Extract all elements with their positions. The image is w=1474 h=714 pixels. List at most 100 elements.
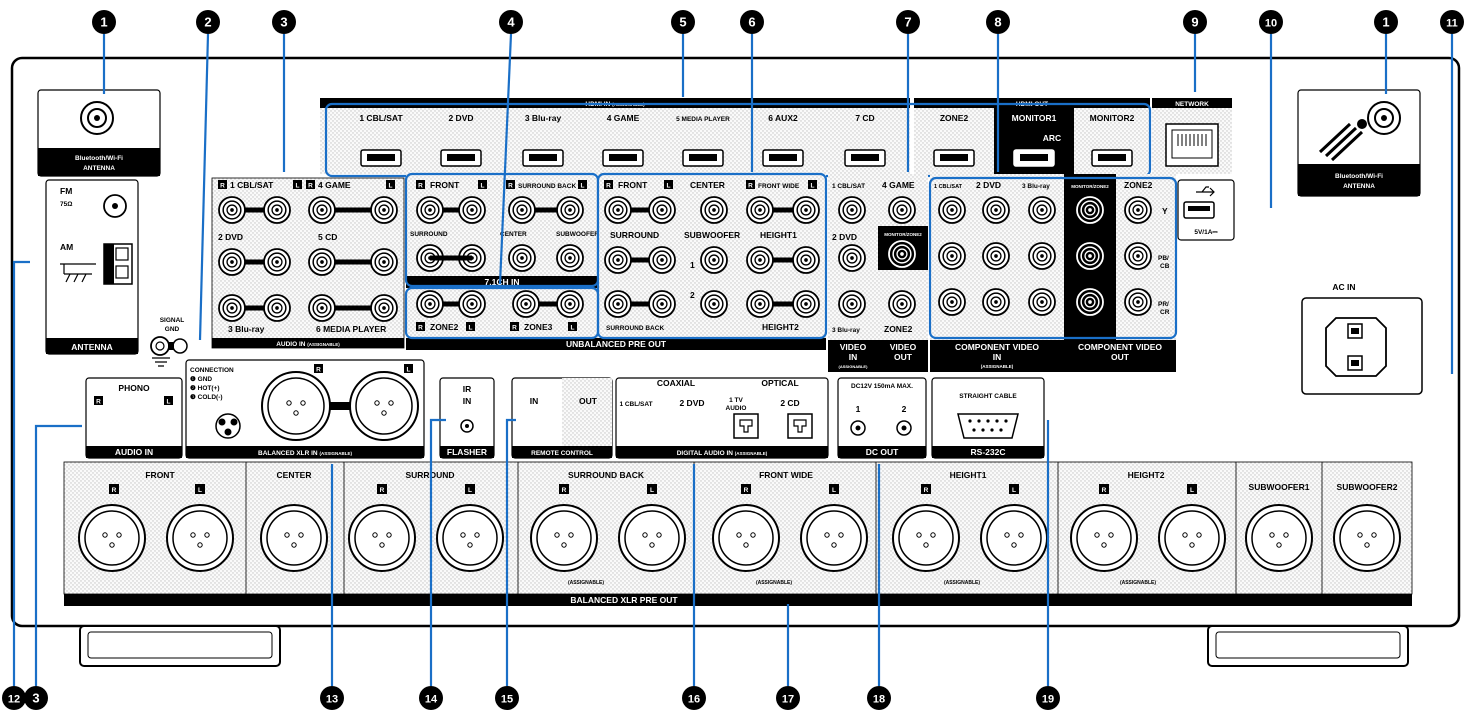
xlr-out-fw-l[interactable] — [800, 504, 868, 572]
audio-in-jack-5-r[interactable] — [308, 294, 336, 322]
ch71-front-l[interactable] — [458, 196, 486, 224]
audio-in-jack-4-r[interactable] — [218, 294, 246, 322]
pre-sub-1[interactable] — [700, 246, 728, 274]
audio-in-game: 4 GAME — [318, 180, 351, 190]
audio-in-jack-1-l[interactable] — [370, 196, 398, 224]
xlr-in-l-connector[interactable] — [349, 371, 419, 441]
hdmi-out-zone2-port[interactable] — [933, 149, 975, 167]
pre-surround-l[interactable] — [648, 246, 676, 274]
xlr-out-front-l[interactable] — [166, 504, 234, 572]
comp-in-0-pr[interactable] — [938, 288, 966, 316]
comp-in-2-pb[interactable] — [1028, 242, 1056, 270]
xlr-out-front-r[interactable] — [78, 504, 146, 572]
pre-h2-l[interactable] — [792, 290, 820, 318]
ch71-center[interactable] — [508, 244, 536, 272]
audio-in-jack-2-l[interactable] — [263, 248, 291, 276]
xlr-out-h2-r[interactable] — [1070, 504, 1138, 572]
comp-in-0-y[interactable] — [938, 196, 966, 224]
hdmi-in-port-2[interactable]: 2 DVD — [440, 113, 482, 167]
comp-out-zone2-2[interactable] — [1124, 288, 1152, 316]
xlr-out-h1-l[interactable] — [980, 504, 1048, 572]
audio-in-jack-3-l[interactable] — [370, 248, 398, 276]
ch71-front-r[interactable] — [416, 196, 444, 224]
comp-out-zone2-1[interactable] — [1124, 242, 1152, 270]
pre-h1-l[interactable] — [792, 246, 820, 274]
pre-h2-r[interactable] — [746, 290, 774, 318]
comp-out-zone2-0[interactable] — [1124, 196, 1152, 224]
dc-out-2-jack[interactable] — [896, 420, 912, 436]
pre-fw-l[interactable] — [792, 196, 820, 224]
video-in-cbl-jack[interactable] — [838, 196, 866, 224]
hdmi-in-port-4[interactable]: 4 GAME — [602, 113, 644, 167]
xlr-out-sb-l[interactable] — [618, 504, 686, 572]
ethernet-port[interactable] — [1165, 123, 1219, 167]
xlr-out-h1-r[interactable] — [892, 504, 960, 572]
comp-in-1-pr[interactable] — [982, 288, 1010, 316]
video-out-monitor-jack[interactable] — [888, 240, 916, 268]
audio-in-jack-0-l[interactable] — [263, 196, 291, 224]
xlr-out-h2-l[interactable] — [1158, 504, 1226, 572]
pre-h1-r[interactable] — [746, 246, 774, 274]
audio-in-jack-5-l[interactable] — [370, 294, 398, 322]
hdmi-in-port-1[interactable]: 1 CBL/SAT — [359, 113, 403, 167]
hdmi-in-port-5[interactable]: 5 MEDIA PLAYER — [676, 116, 730, 167]
hdmi-in-port-7[interactable]: 7 CD — [844, 113, 886, 167]
audio-in-jack-3-r[interactable] — [308, 248, 336, 276]
xlr-out-surround-l[interactable] — [436, 504, 504, 572]
bt-antenna-left[interactable]: Bluetooth/Wi-Fi ANTENNA — [37, 89, 161, 177]
video-out-zone2-jack[interactable] — [888, 290, 916, 318]
usb-port[interactable] — [1183, 201, 1215, 219]
pre-zone2-l-jack[interactable] — [458, 290, 486, 318]
audio-in-jack-1-r[interactable] — [308, 196, 336, 224]
ac-inlet[interactable] — [1325, 317, 1387, 377]
pre-zone3-l-jack[interactable] — [556, 290, 584, 318]
bt-antenna-right[interactable]: Bluetooth/Wi-Fi ANTENNA — [1297, 89, 1421, 197]
audio-in-jack-2-r[interactable] — [218, 248, 246, 276]
foot-left — [79, 625, 281, 667]
xlr-out-sub2[interactable] — [1333, 504, 1401, 572]
svg-text:2: 2 — [204, 15, 211, 30]
audio-in-jack-4-l[interactable] — [263, 294, 291, 322]
xlr-out-sb-r[interactable] — [530, 504, 598, 572]
pre-center[interactable] — [700, 196, 728, 224]
audio-in-jack-0-r[interactable] — [218, 196, 246, 224]
pre-sb-l[interactable] — [648, 290, 676, 318]
comp-out-monitor-2[interactable] — [1076, 288, 1104, 316]
video-in-dvd-jack[interactable] — [838, 244, 866, 272]
signal-gnd[interactable]: SIGNAL GND — [150, 317, 188, 367]
pre-zone2-r-jack[interactable] — [416, 290, 444, 318]
pre-sub-2[interactable] — [700, 290, 728, 318]
pre-zone3-r-jack[interactable] — [512, 290, 540, 318]
video-in-game-jack[interactable] — [888, 196, 916, 224]
hdmi-out-monitor1-port[interactable] — [1013, 149, 1055, 167]
comp-in-2-pr[interactable] — [1028, 288, 1056, 316]
comp-in-1-y[interactable] — [982, 196, 1010, 224]
ch71-sb-r[interactable] — [508, 196, 536, 224]
pre-front-r[interactable] — [604, 196, 632, 224]
rs232-port[interactable] — [957, 413, 1019, 439]
xlr-in-r-connector[interactable] — [261, 371, 331, 441]
comp-in-1-pb[interactable] — [982, 242, 1010, 270]
pre-surround-r[interactable] — [604, 246, 632, 274]
video-in-bluray-jack[interactable] — [838, 290, 866, 318]
comp-out-monitor-0[interactable] — [1076, 196, 1104, 224]
comp-out-monitor-1[interactable] — [1076, 242, 1104, 270]
pre-sb-r[interactable] — [604, 290, 632, 318]
ch71-sb-l[interactable] — [556, 196, 584, 224]
ch71-subwoofer[interactable] — [556, 244, 584, 272]
pre-front-l[interactable] — [648, 196, 676, 224]
pre-fw-r[interactable] — [746, 196, 774, 224]
comp-in-0-pb[interactable] — [938, 242, 966, 270]
optical-2-port[interactable] — [787, 413, 813, 439]
xlr-out-center[interactable] — [260, 504, 328, 572]
xlr-out-sub1[interactable] — [1245, 504, 1313, 572]
comp-in-2-y[interactable] — [1028, 196, 1056, 224]
hdmi-out-monitor2-port[interactable] — [1091, 149, 1133, 167]
dc-out-1-jack[interactable] — [850, 420, 866, 436]
optical-1-port[interactable] — [733, 413, 759, 439]
xlr-out-surround-r[interactable] — [348, 504, 416, 572]
hdmi-in-port-3[interactable]: 3 Blu-ray — [522, 113, 564, 167]
hdmi-in-port-6[interactable]: 6 AUX2 — [762, 113, 804, 167]
xlr-out-fw-r[interactable] — [712, 504, 780, 572]
am-terminal[interactable] — [103, 243, 133, 285]
